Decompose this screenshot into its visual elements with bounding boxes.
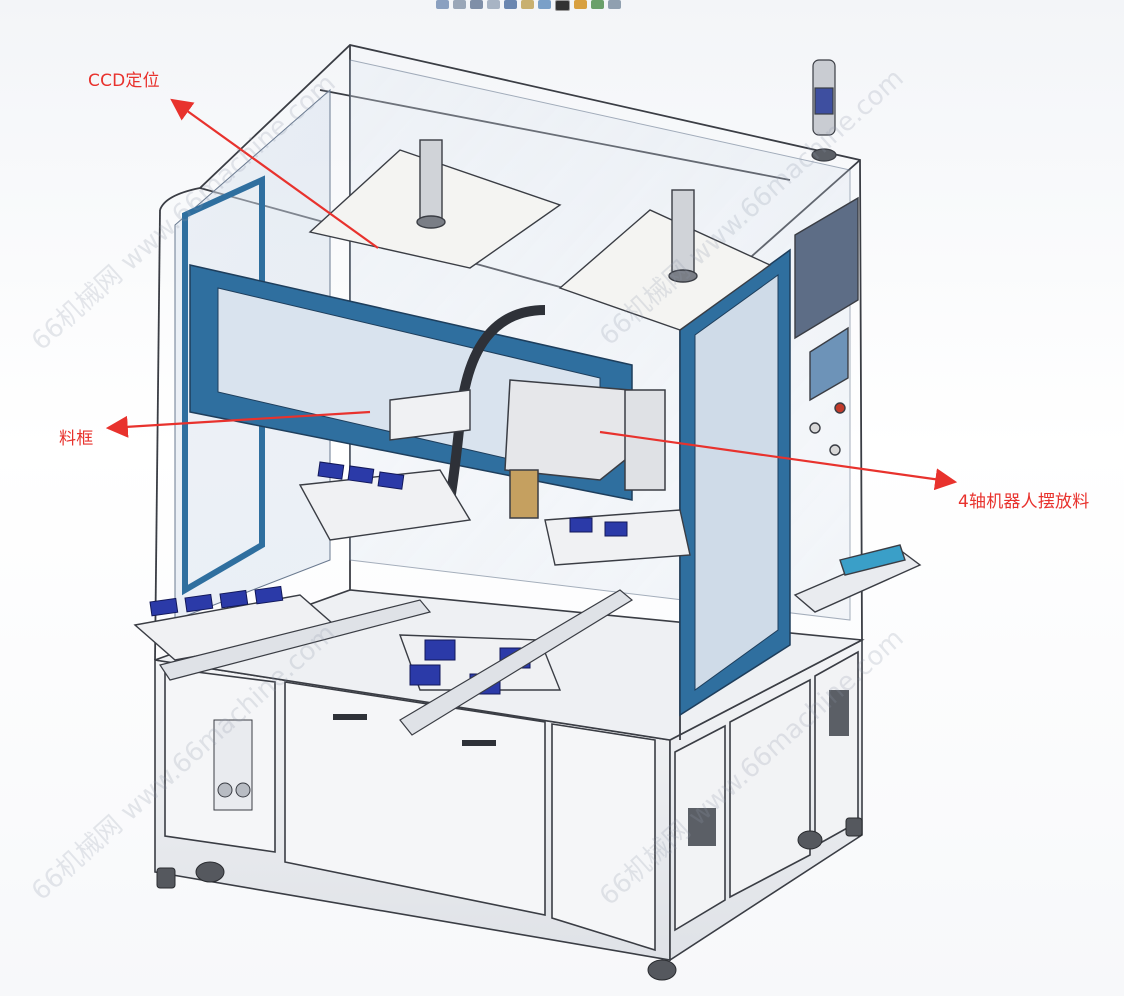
hmi-panel: [794, 196, 859, 456]
label-material-bin: 料框: [59, 429, 94, 449]
scara-robot: [445, 305, 666, 519]
left-door-frame: [182, 175, 265, 596]
rotate-icon[interactable]: [470, 0, 483, 9]
feet: [156, 817, 863, 981]
zoom-icon[interactable]: [436, 0, 449, 9]
hide-icon[interactable]: [538, 0, 551, 9]
appearance-icon[interactable]: [574, 0, 587, 9]
ccd-camera-right: [558, 189, 772, 331]
pan-icon[interactable]: [453, 0, 466, 9]
callout-arrows: [105, 98, 958, 491]
cad-toolbar: [436, 0, 621, 11]
render-icon[interactable]: [555, 0, 570, 11]
ccd-arrow: [170, 98, 379, 249]
view-icon[interactable]: [504, 0, 517, 9]
section-icon[interactable]: [487, 0, 500, 9]
label-ccd-positioning: CCD定位: [88, 71, 160, 91]
label-4axis-robot: 4轴机器人摆放料: [958, 492, 1090, 512]
signal-tower: [811, 59, 837, 162]
output-drawer: [793, 544, 922, 613]
display-icon[interactable]: [521, 0, 534, 9]
scene-icon[interactable]: [591, 0, 604, 9]
robot-arrow: [599, 430, 958, 491]
linear-rails: [159, 589, 634, 736]
right-door: [679, 248, 791, 717]
bin-arrow: [105, 410, 371, 438]
cabinet-details: [213, 690, 849, 846]
ccd-camera-left: [308, 139, 562, 269]
monitor-icon[interactable]: [608, 0, 621, 9]
